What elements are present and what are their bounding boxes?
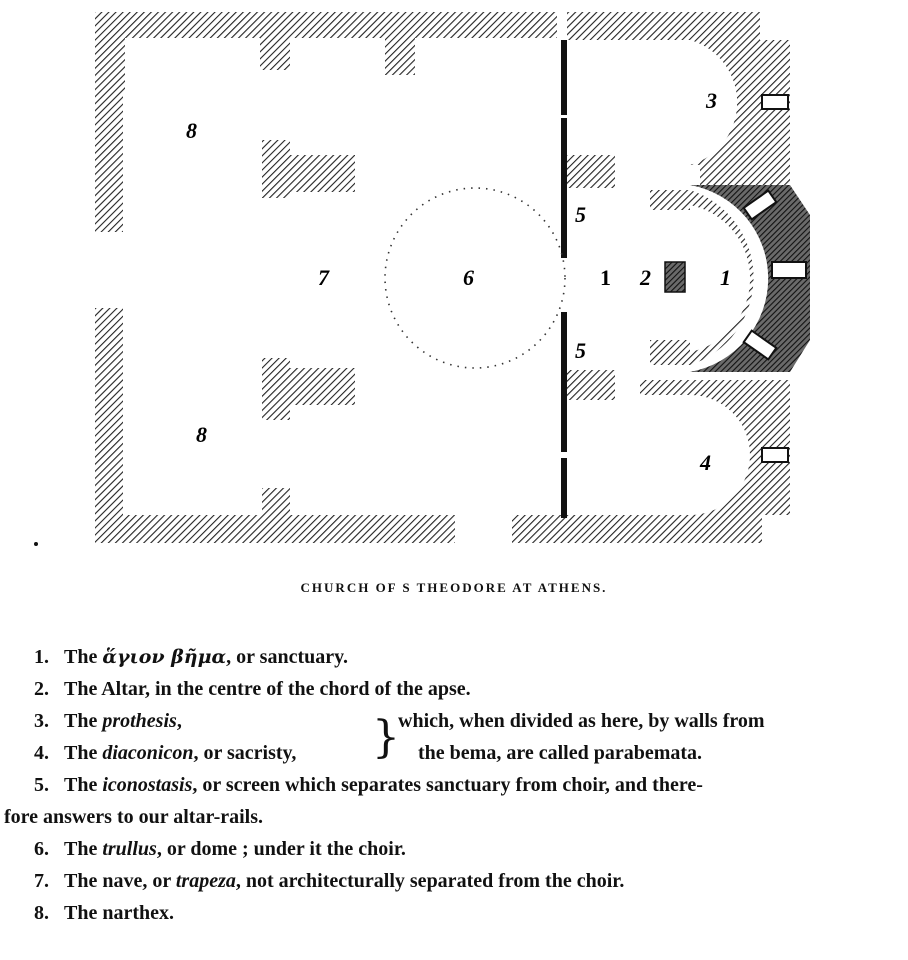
label-2: 2 [639, 265, 651, 290]
label-5-bottom: 5 [575, 338, 586, 363]
legend-text-pre: The nave, or [64, 870, 176, 892]
legend-text-post: , or dome ; under it the choir. [156, 838, 406, 860]
upper-t-pier [262, 140, 355, 198]
legend-text-pre: The [64, 646, 103, 668]
legend-num: 1. [34, 646, 49, 668]
italic-term: iconostasis [102, 774, 193, 796]
altar [664, 261, 686, 293]
label-8-top: 8 [186, 118, 197, 143]
dome-outline [384, 187, 566, 369]
central-apse-interior [690, 205, 751, 352]
central-apse-outer [690, 185, 810, 372]
diaconicon-window [761, 447, 789, 463]
label-3: 3 [705, 88, 717, 113]
narthex-top-pier [260, 38, 290, 70]
legend-text-pre: The [64, 774, 103, 796]
curly-brace-icon: } [372, 712, 400, 763]
label-7: 7 [318, 265, 330, 290]
greek-term: ἅγιον βῆμα [102, 646, 227, 668]
apse-window-lower [742, 329, 778, 361]
figure-caption: CHURCH OF S THEODORE AT ATHENS. [300, 580, 608, 595]
diaconicon-outer-wall [640, 380, 790, 515]
legend-text-post: , [176, 710, 182, 732]
legend-num: 5. [34, 774, 49, 796]
prothesis-window [761, 94, 789, 110]
legend-num: 8. [34, 902, 49, 924]
label-5-top: 5 [575, 202, 586, 227]
label-4: 4 [699, 450, 711, 475]
margin-dot [34, 542, 38, 546]
apse-window-upper [742, 189, 778, 221]
legend-num: 2. [34, 678, 49, 700]
legend-num: 6. [34, 838, 49, 860]
apse-window-center [771, 261, 807, 279]
legend-text-pre: The [64, 838, 103, 860]
label-1-sanctuary: 1 [600, 265, 611, 290]
legend-text: The nave, or trapeza, not architecturall… [64, 870, 624, 893]
left-wall-upper [95, 92, 123, 232]
legend-text: The prothesis, [64, 710, 182, 733]
legend-text: fore answers to our altar-rails. [4, 806, 264, 828]
legend-text-pre: The [64, 742, 103, 764]
lower-side-pier [567, 370, 615, 400]
legend-text-post: , or screen which separates sanctuary fr… [192, 774, 703, 796]
italic-term: prothesis [102, 710, 177, 732]
bottom-wall-right [512, 515, 762, 543]
legend-text: The ἅγιον βῆμα, or sanctuary. [64, 646, 348, 669]
prothesis-outer-wall [567, 12, 790, 185]
nave-top-pier [385, 38, 415, 75]
legend-num: 3. [34, 710, 49, 732]
legend-text: The Altar, in the centre of the chord of… [64, 678, 471, 700]
legend-num: 7. [34, 870, 49, 892]
bottom-wall-left [95, 515, 455, 543]
italic-term: trapeza [175, 870, 236, 892]
sanctuary-walls [567, 12, 810, 515]
top-left-wall-block [95, 38, 125, 92]
narthex-bottom-pier [262, 488, 290, 518]
legend-text: The diaconicon, or sacristy, [64, 742, 296, 765]
legend-text-post: , or sanctuary. [226, 646, 348, 668]
label-8-bottom: 8 [196, 422, 207, 447]
church-floor-plan: 8 8 7 6 5 5 1 2 1 3 4 [34, 12, 810, 546]
label-1-apse: 1 [720, 265, 731, 290]
label-6: 6 [463, 265, 474, 290]
top-wall [95, 12, 557, 38]
upper-side-pier [567, 155, 615, 188]
legend-text-post: , not architecturally separated from the… [235, 870, 625, 892]
italic-term: diaconicon [102, 742, 194, 764]
bracket-note-line-1: which, when divided as here, by walls fr… [398, 710, 765, 732]
italic-term: trullus [102, 838, 157, 860]
legend-text-pre: The [64, 710, 103, 732]
iconostasis-screen [561, 40, 567, 518]
legend-text-post: , or sacristy, [193, 742, 297, 764]
west-walls [95, 12, 762, 543]
left-wall-lower [95, 308, 123, 528]
legend-text: The iconostasis, or screen which separat… [64, 774, 703, 797]
bracket-note-line-2: the bema, are called parabemata. [418, 742, 703, 764]
legend-text: The trullus, or dome ; under it the choi… [64, 838, 406, 861]
lower-t-pier [262, 358, 355, 420]
legend-num: 4. [34, 742, 49, 764]
legend-text: The narthex. [64, 902, 174, 924]
